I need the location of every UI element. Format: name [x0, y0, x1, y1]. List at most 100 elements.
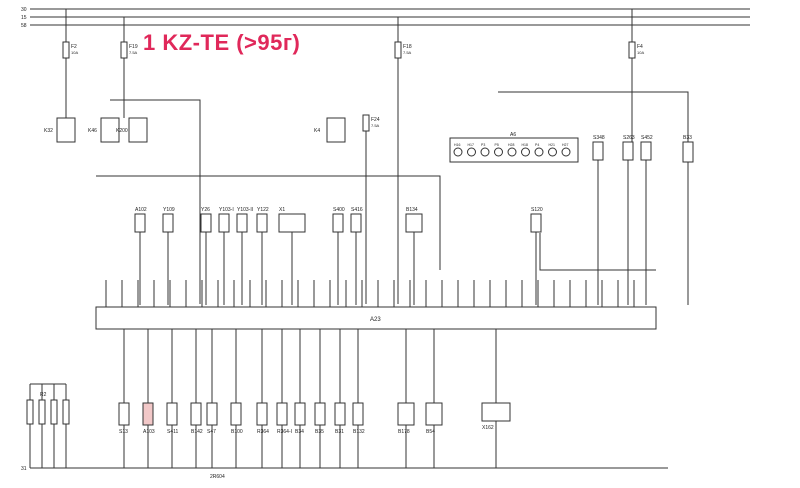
fuse-f2: [62, 41, 70, 59]
component-b54: [425, 402, 443, 426]
fuse-f19: [120, 41, 128, 59]
cluster-cell-p4: [534, 147, 544, 157]
fuse-rating-f19: 7.5A: [129, 50, 138, 55]
ground-label: 31: [21, 466, 27, 472]
fuse-f4: [628, 41, 636, 59]
wire-top: [498, 91, 689, 142]
component-label-s348: S348: [593, 135, 605, 141]
component-label-s452: S452: [641, 135, 653, 141]
component-label-y103-ii: Y103-II: [237, 207, 253, 213]
component-a102: [134, 213, 146, 233]
component-s400: [332, 213, 344, 233]
fuse-label-f2: F2: [71, 44, 77, 50]
component-s47: [206, 402, 218, 426]
component-b178: [397, 402, 415, 426]
component-label-s416: S416: [351, 207, 363, 213]
component-label-y109: Y109: [163, 207, 175, 213]
component-b142: [190, 402, 202, 426]
fuse-label-f4: F4: [637, 44, 643, 50]
cluster-cell-h17: [467, 147, 476, 157]
relay-label-k4: K4: [314, 128, 320, 134]
wires: [29, 8, 750, 469]
relay-k32: [56, 117, 76, 143]
component-y103-ii: [236, 213, 248, 233]
footer-code: 2R604: [210, 474, 225, 480]
component-label-r364-i: R364-I: [277, 429, 292, 435]
component-label-b178: B178: [398, 429, 410, 435]
cluster-cell-label-p4: P4: [535, 143, 539, 147]
fuse-f24: [362, 114, 370, 132]
components: [26, 41, 694, 426]
component-r364-i: [276, 402, 288, 426]
component-s13: [118, 402, 130, 426]
cluster-cell-label-h17: H17: [468, 143, 474, 147]
component-label-b100: B100: [231, 429, 243, 435]
component-label-b33: B33: [683, 135, 692, 141]
component-label-s400: S400: [333, 207, 345, 213]
labels: 301558312R604F210AF197.5AF187.5AF410AF24…: [21, 7, 692, 480]
component-label-b142: B142: [191, 429, 203, 435]
relay-k200: [128, 117, 148, 143]
fuse-rating-f18: 7.5A: [403, 50, 412, 55]
fuse-label-f24: F24: [371, 117, 380, 123]
component-s120: [530, 213, 542, 233]
cluster-cell-h16: [453, 147, 463, 157]
component-label-s13: S13: [119, 429, 128, 435]
component-label-s120: S120: [531, 207, 543, 213]
component-label-b31: B31: [335, 429, 344, 435]
component-label-b132: B132: [353, 429, 365, 435]
component-label-y122: Y122: [257, 207, 269, 213]
component-s452: [640, 141, 652, 161]
relay-label-k32: K32: [44, 128, 53, 134]
cluster-cell-label-h16: H16: [454, 143, 460, 147]
component-x1: [278, 213, 306, 233]
component-label-y103-i: Y103-I: [219, 207, 234, 213]
resistor-pack-element: [62, 399, 70, 425]
resistor-pack-element: [50, 399, 58, 425]
component-label-b34: B34: [295, 429, 304, 435]
component-a103: [142, 402, 154, 426]
rail-label-30: 30: [21, 7, 27, 13]
component-label-b134: B134: [406, 207, 418, 213]
component-b35: [314, 402, 326, 426]
ecu-block: [95, 306, 657, 330]
component-y103-i: [218, 213, 230, 233]
fuse-f18: [394, 41, 402, 59]
fuse-rating-f24: 7.5A: [371, 123, 380, 128]
fuse-rating-f4: 10A: [637, 50, 644, 55]
component-s416: [350, 213, 362, 233]
component-label-s411: S411: [167, 429, 179, 435]
cluster-cell-label-h18: H18: [522, 143, 528, 147]
cluster-cell-label-h27: H27: [562, 143, 568, 147]
rail-label-58: 58: [21, 23, 27, 29]
diagram-title: 1 KZ-TE (>95г): [143, 30, 301, 55]
cluster-cell-p5: [494, 147, 503, 157]
component-s411: [166, 402, 178, 426]
component-y109: [162, 213, 174, 233]
wire-s120: [539, 233, 656, 271]
component-b34: [294, 402, 306, 426]
resistor-pack-element: [38, 399, 46, 425]
fuse-label-f19: F19: [129, 44, 138, 50]
cluster-cell-p3: [480, 147, 490, 157]
component-label-x1: X1: [279, 207, 285, 213]
component-b33: [682, 141, 694, 163]
component-x162: [481, 402, 511, 422]
wire-k46: [110, 99, 201, 304]
cluster-cell-label-p3: P3: [481, 143, 485, 147]
component-label-y26: Y26: [201, 207, 210, 213]
component-label-b54: B54: [426, 429, 435, 435]
component-s348: [592, 141, 604, 161]
component-y122: [256, 213, 268, 233]
fuse-rating-f2: 10A: [71, 50, 78, 55]
component-label-s47: S47: [207, 429, 216, 435]
instrument-cluster-label: A6: [510, 132, 516, 138]
component-label-s263: S263: [623, 135, 635, 141]
cluster-cell-label-h21: H21: [549, 143, 555, 147]
relay-label-k200: K200: [116, 128, 128, 134]
component-label-a102: A102: [135, 207, 147, 213]
ecu-label: A23: [370, 317, 381, 323]
cluster-cell-h18: [521, 147, 530, 157]
component-r364: [256, 402, 268, 426]
